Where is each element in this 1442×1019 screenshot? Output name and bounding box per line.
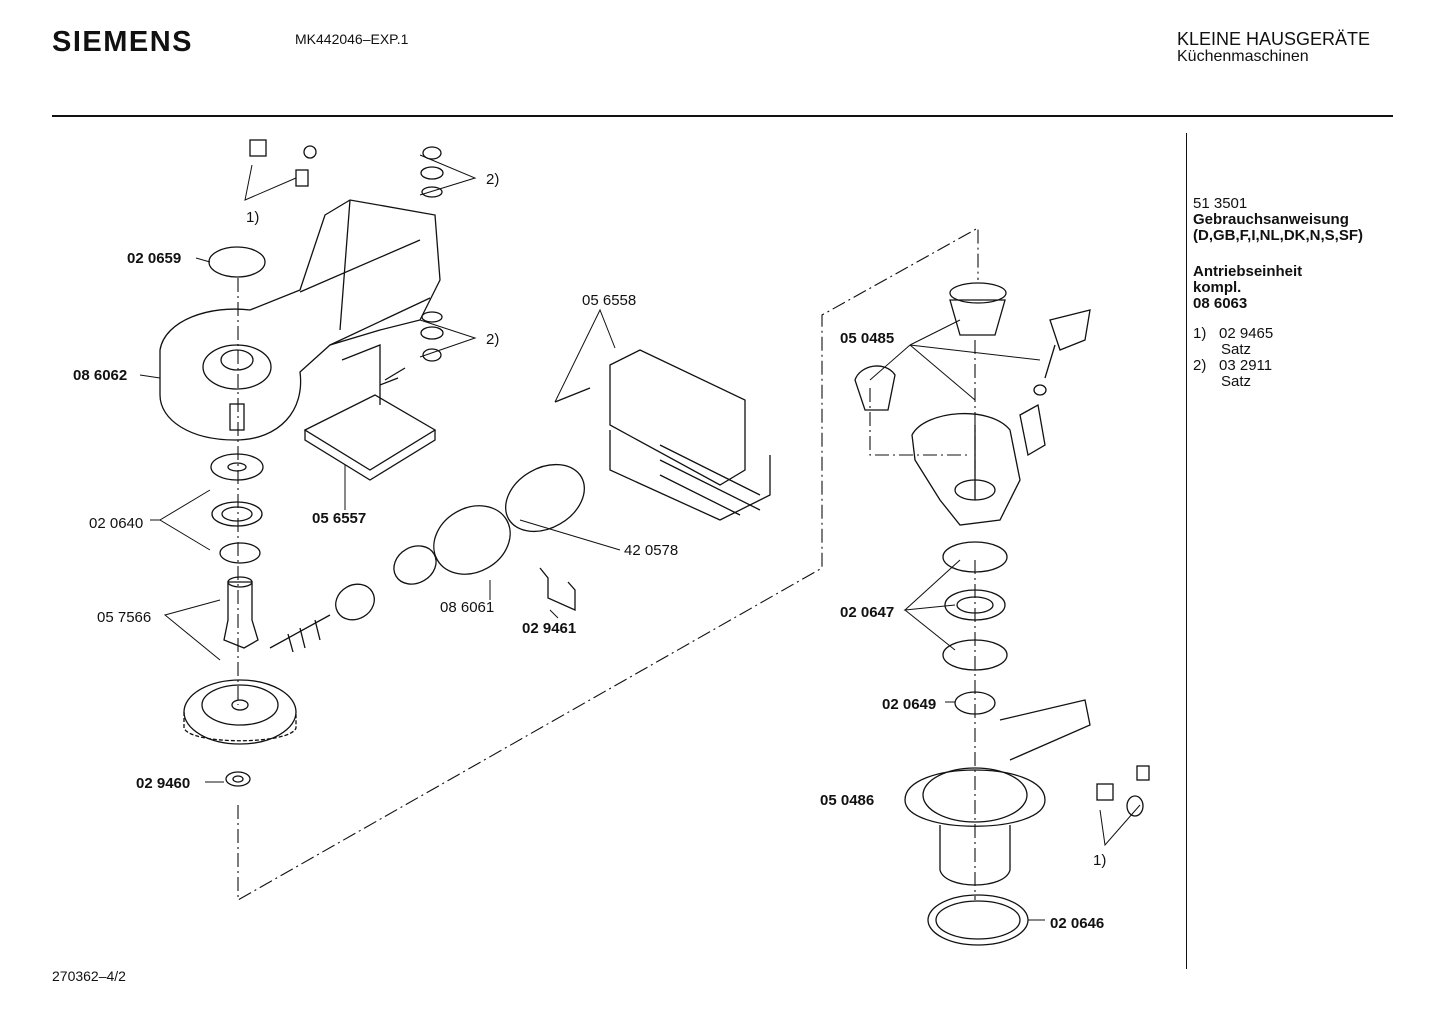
label-020646: 02 0646 [1050, 915, 1104, 932]
manual-title: Gebrauchsanweisung [1193, 211, 1349, 228]
brush-parts-shape [249, 139, 1150, 817]
label-086061: 08 6061 [440, 599, 494, 616]
gear-housing-shape [911, 413, 1021, 526]
armature-shape [269, 463, 585, 653]
label-ref1-top: 1) [246, 209, 259, 226]
label-420578: 42 0578 [624, 542, 678, 559]
header-divider [52, 115, 1393, 117]
outer-ring-shape [927, 894, 1029, 946]
note-text: Satz [1221, 373, 1252, 390]
note-marker: 2) [1193, 357, 1207, 374]
drive-unit-subtitle: kompl. [1193, 279, 1242, 296]
note-marker: 1) [1193, 325, 1207, 342]
label-056558: 05 6558 [582, 292, 636, 309]
label-056557: 05 6557 [312, 510, 366, 527]
drawing-number: 270362–4/2 [52, 968, 126, 984]
note-text: Satz [1221, 341, 1252, 358]
manual-number: 51 3501 [1193, 195, 1248, 212]
large-gear-shape [183, 679, 297, 745]
label-ref1-bottom: 1) [1093, 852, 1106, 869]
label-020659: 02 0659 [127, 250, 181, 267]
manual-languages: (D,GB,F,I,NL,DK,N,S,SF) [1193, 227, 1363, 244]
drive-unit-title: Antriebseinheit [1193, 263, 1303, 280]
category-title: KLEINE HAUSGERÄTE [1177, 29, 1371, 49]
label-029460: 02 9460 [136, 775, 190, 792]
bearing-set-right-shape [942, 541, 1008, 715]
leader-lines [139, 154, 1141, 921]
label-ref2-upper: 2) [486, 171, 499, 188]
bowl-mount-shape [904, 699, 1091, 886]
washer-shape [225, 771, 251, 787]
note-number: 03 2911 [1219, 357, 1273, 374]
brand-logo: SIEMENS [52, 26, 194, 58]
label-020647: 02 0647 [840, 604, 894, 621]
note-row: 2) 03 2911 [1193, 358, 1363, 374]
bracket-shape [539, 567, 576, 612]
motor-housing-shape [159, 199, 441, 441]
label-050486: 05 0486 [820, 792, 874, 809]
seal-ring-shape [208, 246, 266, 278]
label-029461: 02 9461 [522, 620, 576, 637]
label-086062: 08 6062 [73, 367, 127, 384]
pinion-shape [223, 576, 259, 649]
label-057566: 05 7566 [97, 609, 151, 626]
note-row: 1) 02 9465 [1193, 326, 1363, 342]
switch-board-shape [303, 344, 437, 481]
bearing-shapes [210, 453, 264, 564]
label-ref2-lower: 2) [486, 331, 499, 348]
note-number: 02 9465 [1219, 325, 1274, 342]
sidebar-divider [1186, 133, 1187, 969]
label-050485: 05 0485 [840, 330, 894, 347]
subcategory-title: Küchenmaschinen [1177, 48, 1309, 65]
stator-shape [554, 349, 771, 521]
document-id: MK442046–EXP.1 [295, 31, 409, 47]
assembly-axis-lines [237, 227, 979, 901]
label-020649: 02 0649 [882, 696, 936, 713]
side-info-panel: 51 3501 Gebrauchsanweisung (D,GB,F,I,NL,… [1193, 196, 1363, 390]
label-020640: 02 0640 [89, 515, 143, 532]
drive-unit-number: 08 6063 [1193, 295, 1248, 312]
gear-set-shape [854, 282, 1091, 457]
